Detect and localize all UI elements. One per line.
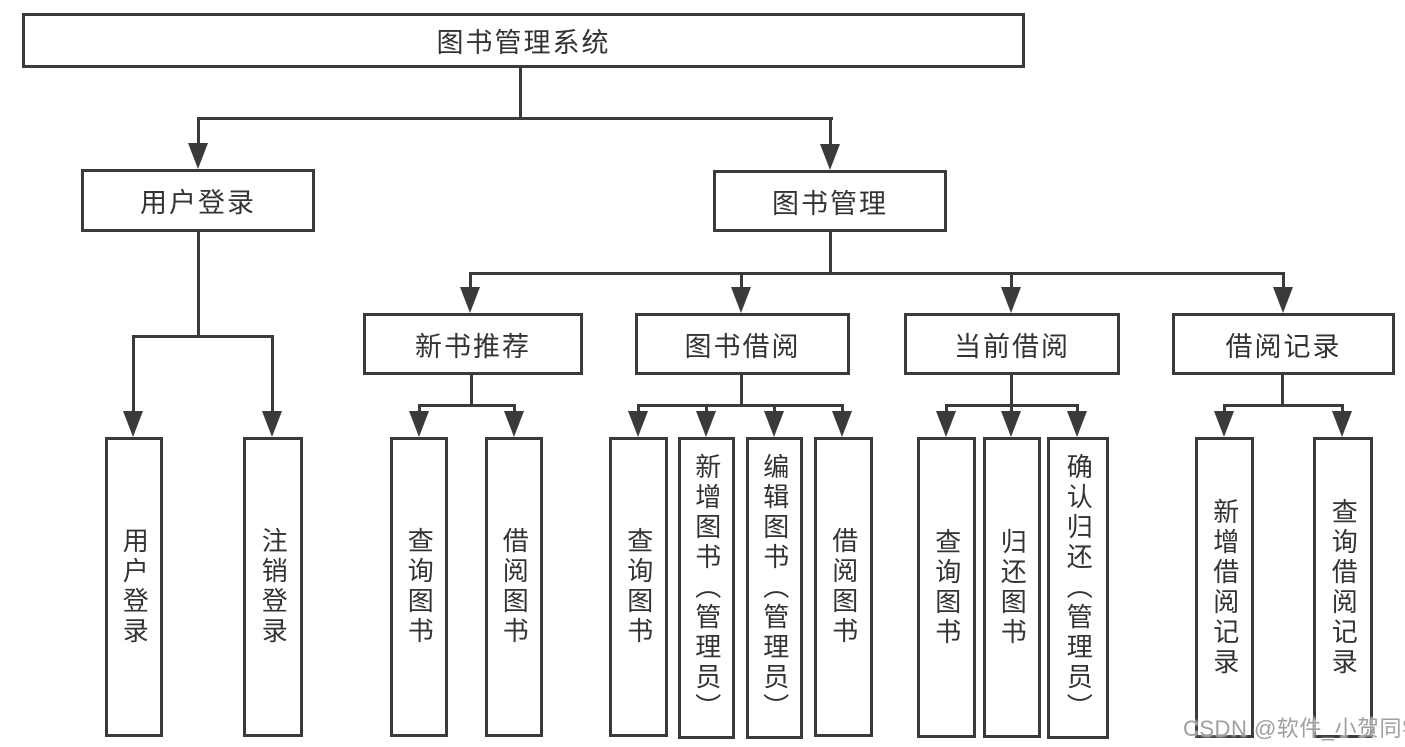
arrowhead-bb-borrow-book	[832, 411, 852, 437]
leaf-rec-query-book: 查询图书	[390, 437, 448, 737]
arrowhead-book-mgmt	[820, 144, 840, 170]
connector-br-add-shaft	[1223, 404, 1226, 416]
node-book-borrow: 图书借阅	[635, 313, 850, 375]
arrowhead-cb-confirm-return	[1067, 411, 1087, 437]
leaf-user-login: 用户登录	[105, 437, 163, 737]
leaf-cb-confirm-return-label: 确认归还（管理员）	[1063, 453, 1094, 723]
connector-bb-borrow-shaft	[841, 404, 844, 416]
arrowhead-rec-query-book	[409, 411, 429, 437]
node-user-login: 用户登录	[81, 169, 315, 232]
node-new-book-rec-label: 新书推荐	[415, 331, 531, 362]
connector-book-mgmt-shaft	[829, 117, 832, 150]
connector-borrow-records-shaft	[1282, 272, 1285, 292]
node-book-mgmt: 图书管理	[713, 170, 947, 232]
connector-cb-return-shaft	[1010, 404, 1013, 416]
leaf-br-add-record-label: 新增借阅记录	[1209, 497, 1240, 678]
connector-bb-add-shaft	[705, 404, 708, 416]
leaf-bb-borrow-book: 借阅图书	[814, 437, 873, 737]
connector-user-login-rail	[132, 335, 274, 338]
connector-rec-drop	[470, 375, 473, 407]
arrowhead-book-borrow	[731, 287, 751, 313]
node-user-login-label: 用户登录	[140, 188, 256, 218]
node-book-mgmt-label: 图书管理	[772, 188, 888, 219]
connector-new-book-rec-shaft	[469, 272, 472, 292]
arrowhead-bb-add-book	[696, 411, 716, 437]
leaf-logout-label: 注销登录	[258, 527, 289, 647]
arrowhead-leaf-user-login	[123, 411, 143, 437]
leaf-logout: 注销登录	[243, 437, 303, 737]
arrowhead-current-borrow	[1001, 287, 1021, 313]
connector-book-mgmt-drop	[829, 232, 832, 275]
arrowhead-bb-edit-book	[764, 411, 784, 437]
connector-leaf-user-login-shaft	[132, 335, 135, 415]
arrowhead-rec-borrow-book	[504, 411, 524, 437]
connector-bb-edit-shaft	[773, 404, 776, 416]
connector-user-login-drop	[197, 232, 200, 338]
leaf-cb-return-book: 归还图书	[983, 437, 1041, 738]
connector-leaf-logout-shaft	[271, 335, 274, 415]
leaf-bb-add-book: 新增图书（管理员）	[678, 437, 735, 739]
node-current-borrow: 当前借阅	[904, 313, 1120, 375]
arrowhead-br-add-record	[1214, 411, 1234, 437]
connector-level2-rail	[197, 117, 833, 120]
leaf-rec-query-book-label: 查询图书	[404, 527, 435, 647]
node-new-book-rec: 新书推荐	[363, 313, 583, 375]
leaf-br-add-record: 新增借阅记录	[1195, 437, 1254, 738]
leaf-cb-query-book: 查询图书	[917, 437, 976, 738]
connector-br-rail	[1223, 404, 1344, 407]
connector-current-borrow-shaft	[1010, 272, 1013, 292]
arrowhead-borrow-records	[1273, 287, 1293, 313]
connector-rec-borrow-shaft	[513, 404, 516, 416]
leaf-bb-add-book-label: 新增图书（管理员）	[691, 453, 722, 723]
connector-rec-query-shaft	[418, 404, 421, 416]
connector-level3-rail	[469, 272, 1285, 275]
arrowhead-user-login	[188, 143, 208, 169]
leaf-rec-borrow-book: 借阅图书	[485, 437, 543, 737]
leaf-bb-edit-book-label: 编辑图书（管理员）	[759, 453, 790, 723]
leaf-bb-query-book-label: 查询图书	[623, 527, 654, 647]
leaf-cb-confirm-return: 确认归还（管理员）	[1047, 437, 1109, 739]
arrowhead-cb-query-book	[936, 411, 956, 437]
node-root: 图书管理系统	[22, 13, 1025, 68]
connector-bb-query-shaft	[637, 404, 640, 416]
arrowhead-leaf-logout	[262, 411, 282, 437]
node-borrow-records-label: 借阅记录	[1225, 331, 1342, 362]
node-current-borrow-label: 当前借阅	[954, 331, 1070, 362]
leaf-cb-query-book-label: 查询图书	[931, 527, 962, 648]
connector-bb-rail	[637, 404, 844, 407]
node-root-label: 图书管理系统	[436, 28, 611, 58]
connector-cb-confirm-shaft	[1076, 404, 1079, 416]
leaf-bb-query-book: 查询图书	[609, 437, 668, 737]
connector-br-drop	[1281, 375, 1284, 407]
connector-book-borrow-shaft	[740, 272, 743, 292]
leaf-bb-edit-book: 编辑图书（管理员）	[746, 437, 803, 739]
arrowhead-cb-return-book	[1001, 411, 1021, 437]
connector-cb-drop	[1010, 375, 1013, 407]
arrowhead-new-book-rec	[460, 287, 480, 313]
leaf-br-query-record: 查询借阅记录	[1313, 437, 1373, 738]
connector-user-login-shaft	[197, 117, 200, 150]
leaf-rec-borrow-book-label: 借阅图书	[499, 527, 530, 647]
node-book-borrow-label: 图书借阅	[684, 331, 801, 362]
leaf-br-query-record-label: 查询借阅记录	[1328, 497, 1359, 678]
connector-br-query-shaft	[1341, 404, 1344, 416]
watermark: CSDN @软件_小贺同学	[1183, 716, 1405, 741]
connector-bb-drop	[740, 375, 743, 407]
leaf-user-login-label: 用户登录	[119, 527, 150, 647]
arrowhead-bb-query-book	[628, 411, 648, 437]
connector-root-drop	[519, 68, 522, 120]
node-borrow-records: 借阅记录	[1172, 313, 1395, 375]
leaf-bb-borrow-book-label: 借阅图书	[828, 527, 859, 647]
connector-rec-rail	[418, 404, 516, 407]
leaf-cb-return-book-label: 归还图书	[997, 527, 1028, 648]
connector-cb-query-shaft	[945, 404, 948, 416]
arrowhead-br-query-record	[1332, 411, 1352, 437]
